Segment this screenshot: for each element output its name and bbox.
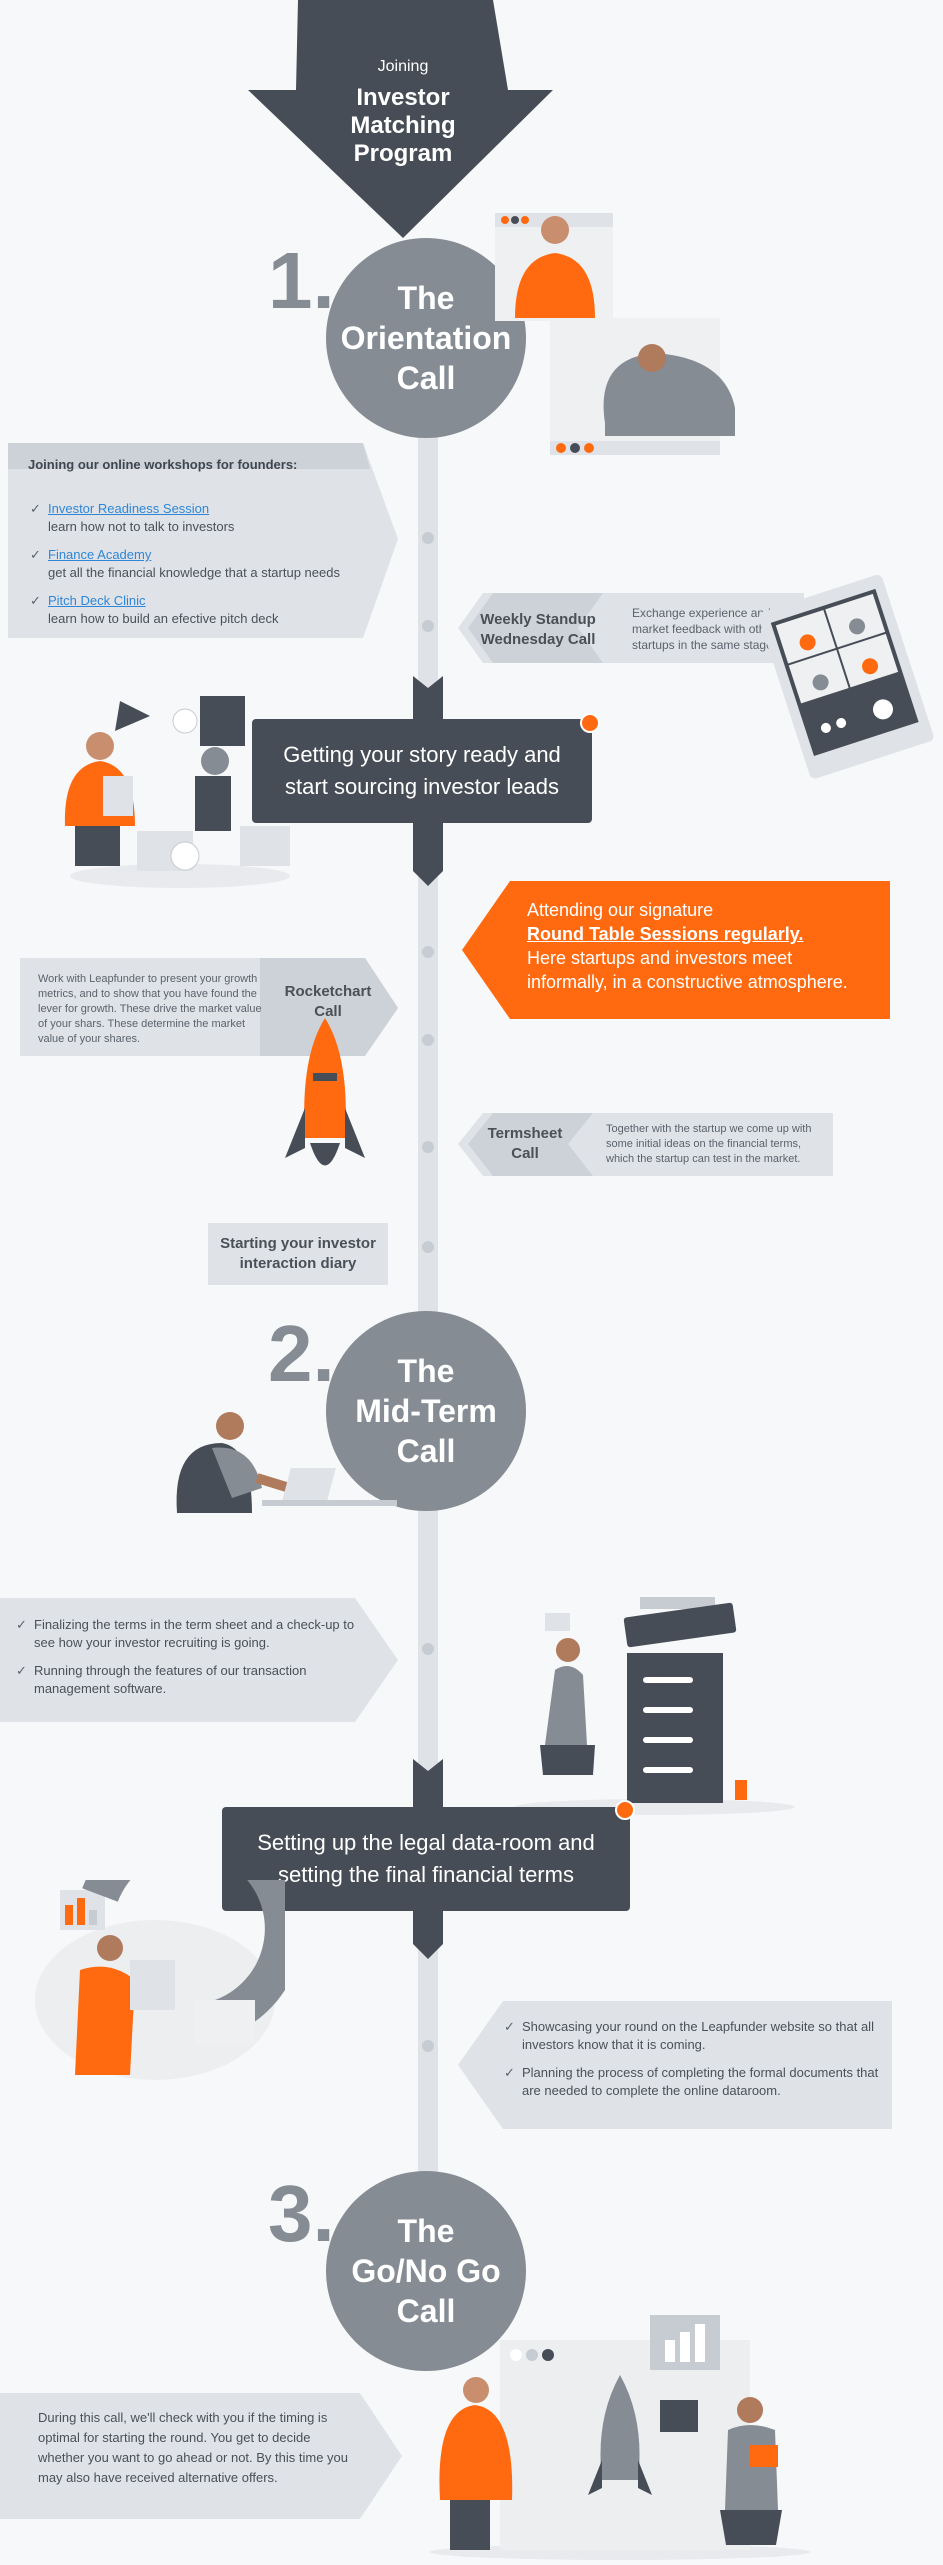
timeline-dot [422, 532, 434, 544]
step-circle-orientation: The Orientation Call [326, 238, 526, 438]
story-box-line: Getting your story ready and [283, 742, 561, 767]
rocketchart-text: Work with Leapfunder to present your gro… [38, 973, 262, 1045]
timeline-dot [422, 1643, 434, 1655]
step-title-line: Mid-Term [355, 1393, 497, 1429]
timeline-dot [422, 1141, 434, 1153]
rocket-illustration [285, 1018, 365, 1166]
standup-tag: Weekly Standup Wednesday Call [478, 610, 598, 650]
workshop-item-text: learn how to build an efective pitch dec… [48, 611, 279, 626]
dataroom-illustration [35, 1880, 285, 2080]
checklist-item: Showcasing your round on the Leapfunder … [500, 2018, 880, 2054]
checklist-item: Planning the process of completing the f… [500, 2064, 880, 2100]
rocketchart-panel-shape [20, 958, 398, 1056]
step-title-line: Call [396, 360, 456, 396]
round-table-panel-shape [462, 881, 890, 1019]
round-table-text: Attending our signature Round Table Sess… [527, 898, 887, 994]
step-circle-go-no-go: The Go/No Go Call [326, 2171, 526, 2371]
termsheet-text: Together with the startup we come up wit… [606, 1123, 812, 1165]
laptop-worker-illustration [176, 1412, 397, 1513]
termsheet-tag-line: Termsheet [487, 1125, 563, 1142]
standup-panel-shape [458, 593, 804, 663]
step-title-line: Call [396, 2293, 456, 2329]
legal-box: Setting up the legal data-room and setti… [222, 1807, 630, 1911]
timeline-dot [422, 620, 434, 632]
legal-box-line: setting the final financial terms [278, 1862, 574, 1887]
midterm-checklist: Finalizing the terms in the term sheet a… [12, 1616, 362, 1708]
standup-tag-line: Wednesday Call [480, 631, 596, 648]
rocketchart-tag-line: Call [314, 1003, 342, 1020]
round-table-line: Attending our signature [527, 900, 714, 920]
round-table-link[interactable]: Round Table Sessions regularly. [527, 924, 804, 944]
workshop-item: Investor Readiness Session learn how not… [26, 500, 366, 536]
step-number: 3. [268, 2169, 335, 2258]
diary-tag-line: interaction diary [239, 1255, 357, 1272]
workshops-panel-shape [8, 443, 398, 638]
pitch-deck-clinic-link[interactable]: Pitch Deck Clinic [48, 593, 146, 608]
investor-readiness-link[interactable]: Investor Readiness Session [48, 501, 210, 516]
header-joining: Joining [377, 58, 429, 75]
standup-text: Exchange experience and market feedback … [632, 606, 777, 652]
workshops-list: Investor Readiness Session learn how not… [26, 500, 366, 638]
accent-dot [580, 713, 600, 733]
step-title-line: Go/No Go [351, 2253, 501, 2289]
timeline-dot [422, 1034, 434, 1046]
workshop-item-text: learn how not to talk to investors [48, 519, 235, 534]
header-title-line: Program [353, 140, 453, 167]
header-arrow-shape [248, 0, 553, 238]
video-call-illustration [495, 213, 735, 455]
termsheet-tag-line: Call [511, 1145, 539, 1162]
termsheet-tag: Termsheet Call [470, 1124, 580, 1164]
timeline-dot [422, 946, 434, 958]
rocketchart-tag-line: Rocketchart [284, 983, 372, 1000]
step-title-line: The [397, 1353, 455, 1389]
diary-tag-line: Starting your investor [220, 1235, 376, 1252]
story-box-line: start sourcing investor leads [285, 774, 559, 799]
timeline-dot [422, 2040, 434, 2052]
step-title-line: Call [396, 1433, 456, 1469]
launch-team-illustration [430, 2315, 810, 2560]
finance-academy-link[interactable]: Finance Academy [48, 547, 152, 562]
diary-tag: Starting your investor interaction diary [208, 1223, 388, 1285]
step-circle-mid-term: The Mid-Term Call [326, 1311, 526, 1511]
workshops-heading: Joining our online workshops for founder… [28, 457, 298, 472]
header-title-line: Matching [350, 112, 456, 139]
round-table-line: informally, in a constructive atmosphere… [527, 972, 848, 992]
tablet-video-illustration [758, 575, 934, 779]
workshop-item: Finance Academy get all the financial kn… [26, 546, 366, 582]
workshop-item: Pitch Deck Clinic learn how to build an … [26, 592, 366, 628]
accent-dot [615, 1800, 635, 1820]
step-title-line: The [397, 280, 455, 316]
step-number: 1. [268, 236, 335, 325]
checklist-item: Finalizing the terms in the term sheet a… [12, 1616, 362, 1652]
legal-box-line: Setting up the legal data-room and [257, 1830, 595, 1855]
step-number: 2. [268, 1309, 335, 1398]
termsheet-panel-shape [458, 1113, 833, 1176]
checklist-item: Running through the features of our tran… [12, 1662, 362, 1698]
round-table-line: Here startups and investors meet [527, 948, 793, 968]
standup-tag-line: Weekly Standup [480, 611, 596, 628]
header-title: Joining Investor Matching Program [298, 58, 508, 168]
server-rack-illustration [515, 1597, 795, 1815]
final-panel-shape [0, 2393, 402, 2519]
step-title-line: The [397, 2213, 455, 2249]
timeline-dot [422, 1241, 434, 1253]
step-title-line: Orientation [340, 320, 512, 356]
story-box: Getting your story ready and start sourc… [252, 719, 592, 823]
rocketchart-tag: Rocketchart Call [268, 982, 388, 1022]
workshop-item-text: get all the financial knowledge that a s… [48, 565, 340, 580]
final-text: During this call, we'll check with you i… [38, 2410, 349, 2485]
megaphone-coins-illustration [64, 696, 290, 888]
header-title-line: Investor [356, 84, 450, 111]
website-checklist: Showcasing your round on the Leapfunder … [500, 2018, 880, 2110]
